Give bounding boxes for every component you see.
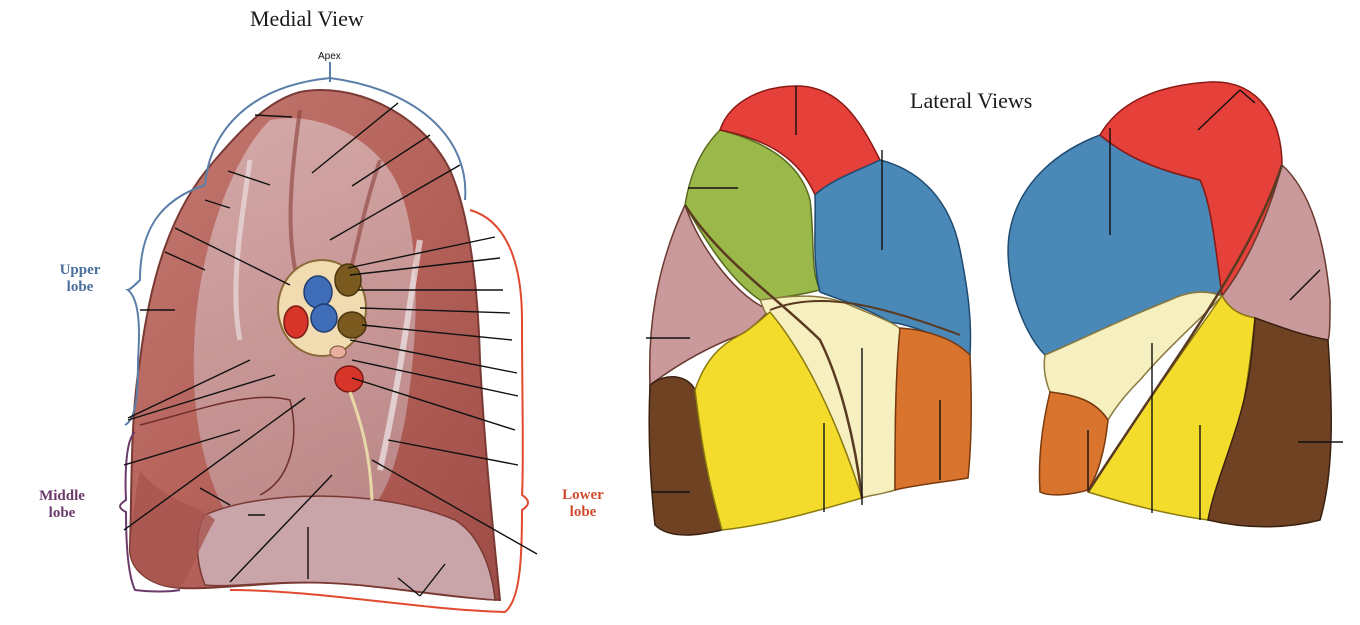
lower-lobe-label-line2: lobe [569, 504, 597, 520]
main-bronchus [334, 263, 362, 297]
upper-lobe-label: Upper lobe [45, 262, 115, 296]
upper-lobe-label-line2: lobe [66, 279, 94, 295]
lower-lobe-label-line1: Lower [562, 487, 604, 503]
middle-lobe-label: Middle lobe [27, 488, 97, 522]
right-lung-orange-segment [894, 327, 973, 491]
pulmonary-vein-lower [334, 365, 364, 393]
lower-lobe-label: Lower lobe [553, 487, 613, 521]
hilum [277, 259, 374, 501]
pulmonary-artery-branch [310, 303, 338, 333]
lymph-node [329, 345, 347, 359]
right-lung-oblique-fissure [683, 204, 864, 499]
apex-label: Apex [318, 51, 341, 62]
medial-view-title: Medial View [250, 6, 364, 31]
left-lung-oblique-fissure [1086, 164, 1284, 493]
lateral-view-right-lung [646, 85, 973, 536]
cardiac-notch-fold [129, 470, 215, 588]
medial-view-lung [119, 62, 538, 614]
lateral-views-title: Lateral Views [910, 88, 1033, 113]
diaphragmatic-surface [196, 495, 496, 601]
vessel-groove-4 [233, 159, 253, 341]
right-lung-pink-segment [648, 202, 772, 387]
left-lung-brown-segment [1207, 316, 1333, 528]
left-lung-leader-lines [1087, 89, 1343, 520]
middle-lobe-label-line1: Middle [39, 488, 85, 504]
lower-lobe-bracket [229, 209, 529, 614]
lateral-view-left-lung [1007, 81, 1343, 528]
upper-lobe-label-line1: Upper [59, 262, 101, 278]
middle-lobe-label-line2: lobe [48, 505, 76, 521]
pulmonary-artery [303, 275, 333, 309]
vessel-groove-3 [377, 239, 423, 471]
right-lung-yellow-segment [694, 310, 863, 531]
pulmonary-vein-upper [283, 305, 309, 339]
medial-leader-lines [123, 102, 538, 597]
upper-lobe-bracket [124, 77, 467, 426]
oblique-fissure-medial [139, 396, 295, 496]
pulmonary-ligament [348, 391, 374, 501]
right-lung-leader-lines [646, 86, 941, 512]
right-lung-horizontal-fissure [769, 299, 961, 336]
lobar-bronchus [337, 311, 367, 339]
middle-lobe-bracket [119, 431, 181, 593]
